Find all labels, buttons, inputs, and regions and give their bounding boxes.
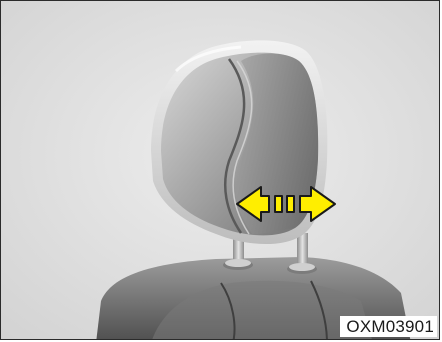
figure-code-label: OXM03901	[340, 316, 437, 337]
headrest-posts	[223, 229, 317, 274]
double-headed-horizontal-arrow-icon	[236, 186, 336, 222]
headrest-icon	[151, 40, 328, 245]
seat-back	[96, 257, 411, 339]
